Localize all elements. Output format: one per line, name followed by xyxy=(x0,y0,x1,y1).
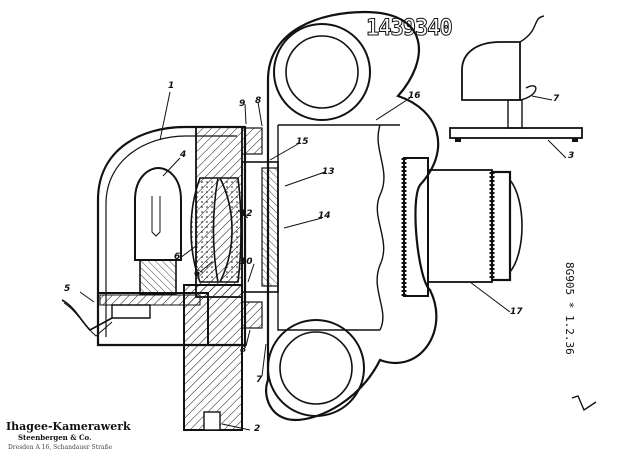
ref-numeral: 2 xyxy=(254,424,261,434)
inset-spring xyxy=(519,15,545,101)
ref-numeral: 9 xyxy=(239,99,246,109)
ref-numeral: 4 xyxy=(180,150,187,160)
ref-numeral: 1 xyxy=(168,81,175,91)
lamp-bulb xyxy=(134,166,182,261)
inset-hood xyxy=(461,41,521,101)
ref-numeral: 8 xyxy=(240,345,247,355)
applicant-name: Ihagee-Kamerawerk xyxy=(6,420,131,433)
lens-tube xyxy=(427,169,493,283)
housing-inner-wall xyxy=(277,124,400,331)
cable-plug xyxy=(111,304,151,319)
lower-reel-outer xyxy=(267,319,365,417)
ref-numeral: 7 xyxy=(553,94,560,104)
upper-reel-inner xyxy=(285,35,359,109)
ref-numeral: 12 xyxy=(240,209,253,219)
lamp-socket xyxy=(139,259,177,295)
upper-reel-outer xyxy=(273,23,371,121)
ref-numeral: 8 xyxy=(255,96,262,106)
ref-numeral: 5 xyxy=(64,284,71,294)
lamp-housing-inner xyxy=(105,135,237,337)
inset-stand xyxy=(507,99,523,129)
stem-foot xyxy=(203,411,221,431)
ref-numeral: 13 xyxy=(322,167,335,177)
ref-numeral: 16 xyxy=(408,91,421,101)
lamp-filament xyxy=(151,196,161,237)
ref-numeral: 10 xyxy=(240,257,253,267)
ref-numeral: 17 xyxy=(510,307,523,317)
applicant-subtitle: Steenbergen & Co. xyxy=(18,433,92,442)
main-housing-16 xyxy=(265,10,440,422)
condenser-lens-2 xyxy=(218,177,242,283)
lens-barrel xyxy=(490,170,512,282)
lamp-housing xyxy=(96,125,247,347)
ref-numeral: 14 xyxy=(318,211,331,221)
ref-numeral: 7 xyxy=(256,375,263,385)
clamp-bottom-8 xyxy=(241,301,263,329)
lower-reel-inner xyxy=(279,331,353,405)
ref-numeral: 6 xyxy=(194,269,201,279)
break-line xyxy=(376,124,385,331)
clamp-top-8 xyxy=(241,127,263,155)
leader-lines xyxy=(79,91,567,431)
front-lens xyxy=(509,179,523,273)
handwritten-mark xyxy=(571,395,597,412)
applicant-address: Dresden A 16, Schandauer Straße xyxy=(8,444,113,451)
support-stem xyxy=(183,284,243,431)
condenser-lens-1 xyxy=(190,177,219,283)
ref-numeral: 3 xyxy=(568,151,575,161)
side-code: 8G905 * 1.2.36 xyxy=(563,262,576,355)
ref-numeral: 15 xyxy=(296,137,309,147)
inset-base-3 xyxy=(449,127,583,139)
ref-numeral: 6 xyxy=(174,252,181,262)
patent-number: 1439340 xyxy=(366,16,454,42)
slide-carrier xyxy=(261,167,279,287)
